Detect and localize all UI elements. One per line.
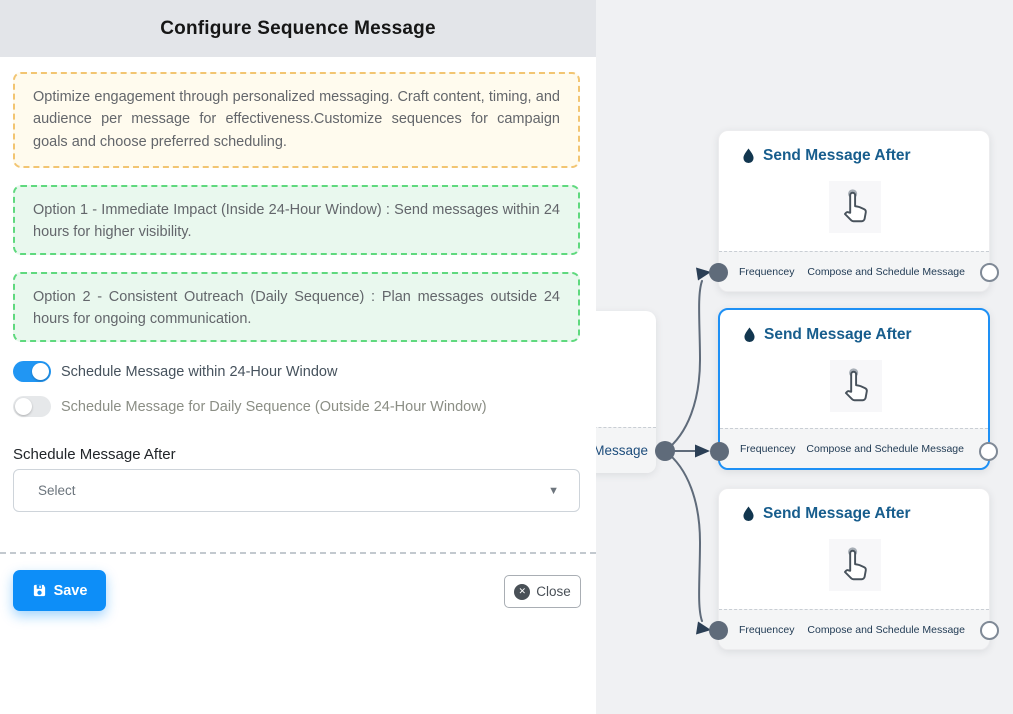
save-button[interactable]: Save <box>13 570 106 611</box>
toggle-24hour-label: Schedule Message within 24-Hour Window <box>61 363 338 380</box>
option1-note: Option 1 - Immediate Impact (Inside 24-H… <box>13 185 580 255</box>
toggle-row-daily: Schedule Message for Daily Sequence (Out… <box>13 396 487 417</box>
flow-canvas[interactable]: ce Message Send Message After Frequencey… <box>596 0 1013 714</box>
node-action-box[interactable] <box>829 539 881 591</box>
option2-note: Option 2 - Consistent Outreach (Daily Se… <box>13 272 580 342</box>
close-icon: ✕ <box>514 583 531 600</box>
node-title: Send Message After <box>741 505 911 523</box>
water-drop-icon <box>743 148 754 163</box>
node-action-box[interactable] <box>830 360 882 412</box>
option1-note-text: Option 1 - Immediate Impact (Inside 24-H… <box>33 202 560 241</box>
target-handle[interactable] <box>709 263 728 282</box>
node-title: Send Message After <box>741 147 911 165</box>
output-handle[interactable] <box>979 442 998 461</box>
send-message-after-node-2[interactable]: Send Message After Frequencey Compose an… <box>710 308 998 470</box>
tap-hand-icon <box>844 368 868 402</box>
caret-down-icon: ▼ <box>548 484 559 497</box>
node-footer: Frequencey Compose and Schedule Message <box>720 428 988 468</box>
node-footer: Frequencey Compose and Schedule Message <box>719 609 989 649</box>
water-drop-icon <box>743 506 754 521</box>
flow-edges <box>664 267 711 635</box>
edge-arrowhead <box>695 444 710 458</box>
sequence-message-node-partial[interactable]: ce Message <box>596 311 656 473</box>
frequency-handle-label: Frequencey <box>739 265 795 278</box>
send-message-after-node-3[interactable]: Send Message After Frequencey Compose an… <box>709 488 999 650</box>
toggle-24hour-window[interactable] <box>13 361 51 382</box>
source-handle[interactable] <box>655 441 675 461</box>
partial-node-footer: ce Message <box>596 427 656 473</box>
tap-hand-icon <box>843 189 867 223</box>
save-icon <box>33 584 45 597</box>
toggle-knob <box>32 363 49 380</box>
intro-note: Optimize engagement through personalized… <box>13 72 580 168</box>
frequency-handle-label: Frequencey <box>740 442 796 455</box>
output-handle[interactable] <box>980 621 999 640</box>
select-value: Select <box>38 483 76 498</box>
compose-schedule-label: Compose and Schedule Message <box>806 442 964 455</box>
node-footer: Frequencey Compose and Schedule Message <box>719 251 989 291</box>
save-button-label: Save <box>53 582 88 599</box>
output-handle[interactable] <box>980 263 999 282</box>
configure-sequence-panel: Configure Sequence Message Optimize enga… <box>0 0 596 611</box>
toggle-knob <box>15 398 32 415</box>
target-handle[interactable] <box>710 442 729 461</box>
tap-hand-icon <box>843 547 867 581</box>
node-title-text: Send Message After <box>763 505 911 522</box>
page-title: Configure Sequence Message <box>160 17 436 39</box>
close-button-label: Close <box>536 584 571 599</box>
node-title: Send Message After <box>742 326 912 344</box>
toggle-daily-sequence[interactable] <box>13 396 51 417</box>
footer-divider <box>0 552 596 554</box>
node-action-box[interactable] <box>829 181 881 233</box>
compose-schedule-label: Compose and Schedule Message <box>807 265 965 278</box>
node-title-text: Send Message After <box>763 147 911 164</box>
frequency-handle-label: Frequencey <box>739 623 795 636</box>
node-title-text: Send Message After <box>764 326 912 343</box>
compose-schedule-label: Compose and Schedule Message <box>807 623 965 636</box>
schedule-after-select[interactable]: Select ▼ <box>13 469 580 512</box>
option2-note-text: Option 2 - Consistent Outreach (Daily Se… <box>33 289 560 328</box>
panel-header: Configure Sequence Message <box>0 0 596 57</box>
close-button[interactable]: ✕ Close <box>504 575 581 608</box>
schedule-after-label: Schedule Message After <box>13 446 176 463</box>
send-message-after-node-1[interactable]: Send Message After Frequencey Compose an… <box>709 130 999 292</box>
water-drop-icon <box>744 327 755 342</box>
edge-arrowhead <box>696 621 711 635</box>
target-handle[interactable] <box>709 621 728 640</box>
edge-arrowhead <box>696 267 711 281</box>
toggle-row-24hour: Schedule Message within 24-Hour Window <box>13 361 337 382</box>
toggle-daily-label: Schedule Message for Daily Sequence (Out… <box>61 398 487 415</box>
partial-node-label: ce Message <box>596 443 648 458</box>
intro-note-text: Optimize engagement through personalized… <box>33 89 560 150</box>
